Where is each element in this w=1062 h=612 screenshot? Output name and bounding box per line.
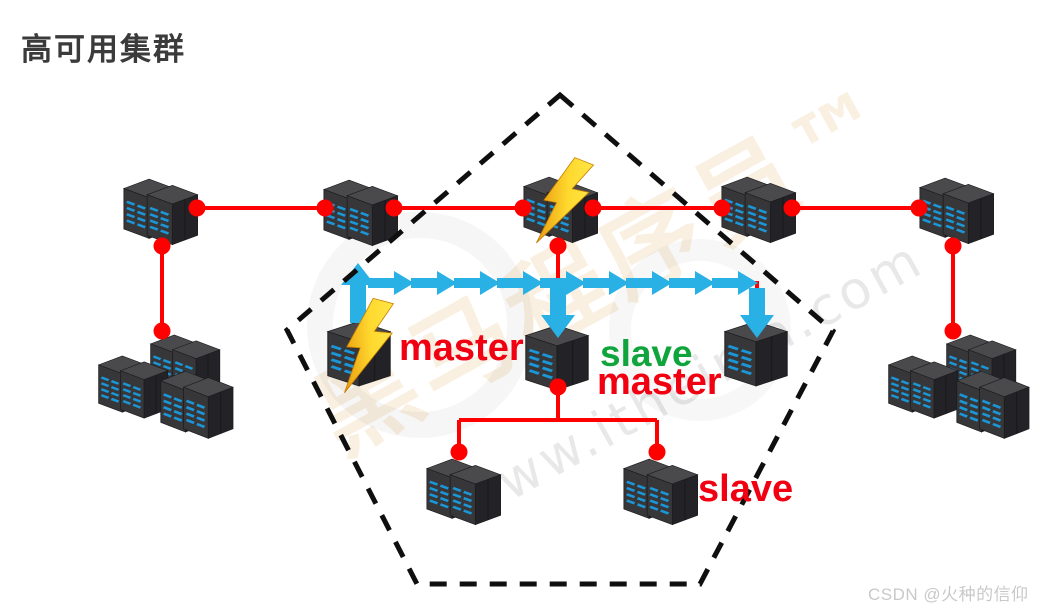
server-rack-icon [920,178,994,244]
server-cluster-icon-right [889,335,1029,438]
label-master-middle: master [597,361,722,403]
server-rack-icon-slave [624,459,698,525]
link-junction-dots [153,199,962,461]
server-cluster-icon-left [99,335,233,438]
label-master-left: master [399,327,524,369]
label-slave-bottom: slave [698,468,794,510]
server-nodes [99,177,1029,525]
flow-arrow-right-icon [411,271,457,295]
dashed-pentagon-boundary [283,91,837,587]
slave-branch-link [457,387,659,452]
server-rack-icon-slave [427,459,501,525]
csdn-credit-watermark: CSDN @火种的信仰 [868,585,1029,604]
label-slave-middle: slave [600,333,693,374]
flow-arrow-down-icon [541,288,575,338]
flow-arrow-right-icon [368,271,414,295]
flow-arrow-down-icon [740,288,774,338]
server-rack-icon [124,179,198,245]
server-rack-icon [324,180,398,246]
page-title: 高可用集群 [21,32,186,67]
flow-arrow-right-icon [669,271,715,295]
